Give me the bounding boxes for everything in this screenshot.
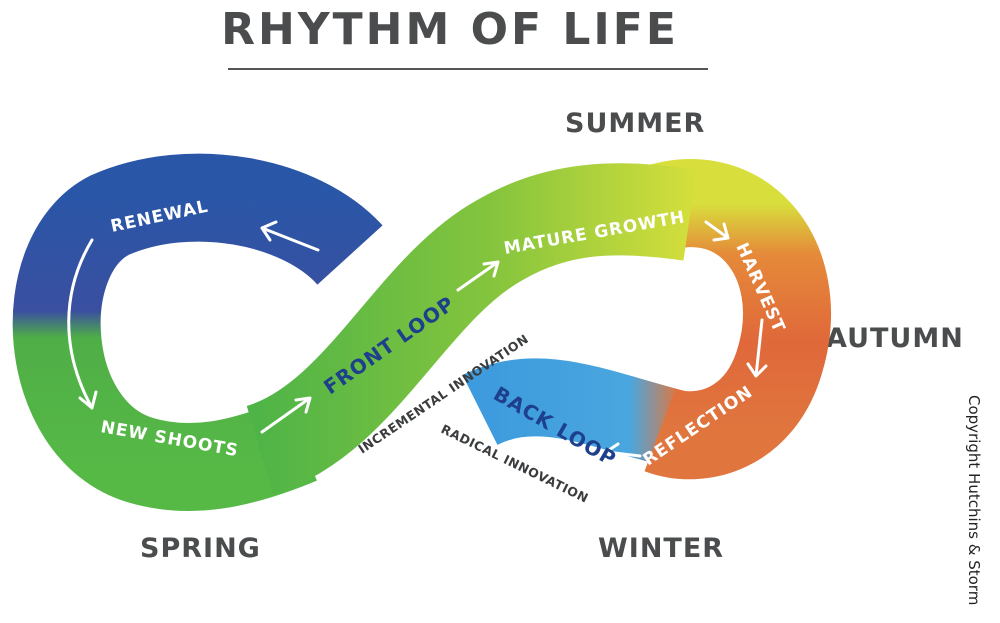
- arrow-renewal: [260, 220, 320, 252]
- season-spring: SPRING: [140, 533, 261, 564]
- arrow-front-loop: [456, 260, 500, 292]
- arrow-left-down: [67, 238, 98, 410]
- loop-band-right: [621, 159, 831, 480]
- arrow-harvest: [704, 220, 730, 242]
- loop-band-back: [462, 358, 690, 468]
- season-winter: WINTER: [598, 533, 725, 564]
- page-title: RHYTHM OF LIFE: [221, 4, 679, 55]
- arrow-back: [604, 442, 642, 463]
- title-underline: [228, 68, 708, 70]
- arrow-new-shoots: [260, 396, 312, 434]
- season-autumn: AUTUMN: [826, 323, 964, 354]
- loop-band-left: [12, 153, 383, 512]
- loop-band-front: [244, 163, 697, 495]
- season-summer: SUMMER: [565, 108, 706, 139]
- arrow-right-down: [746, 318, 768, 378]
